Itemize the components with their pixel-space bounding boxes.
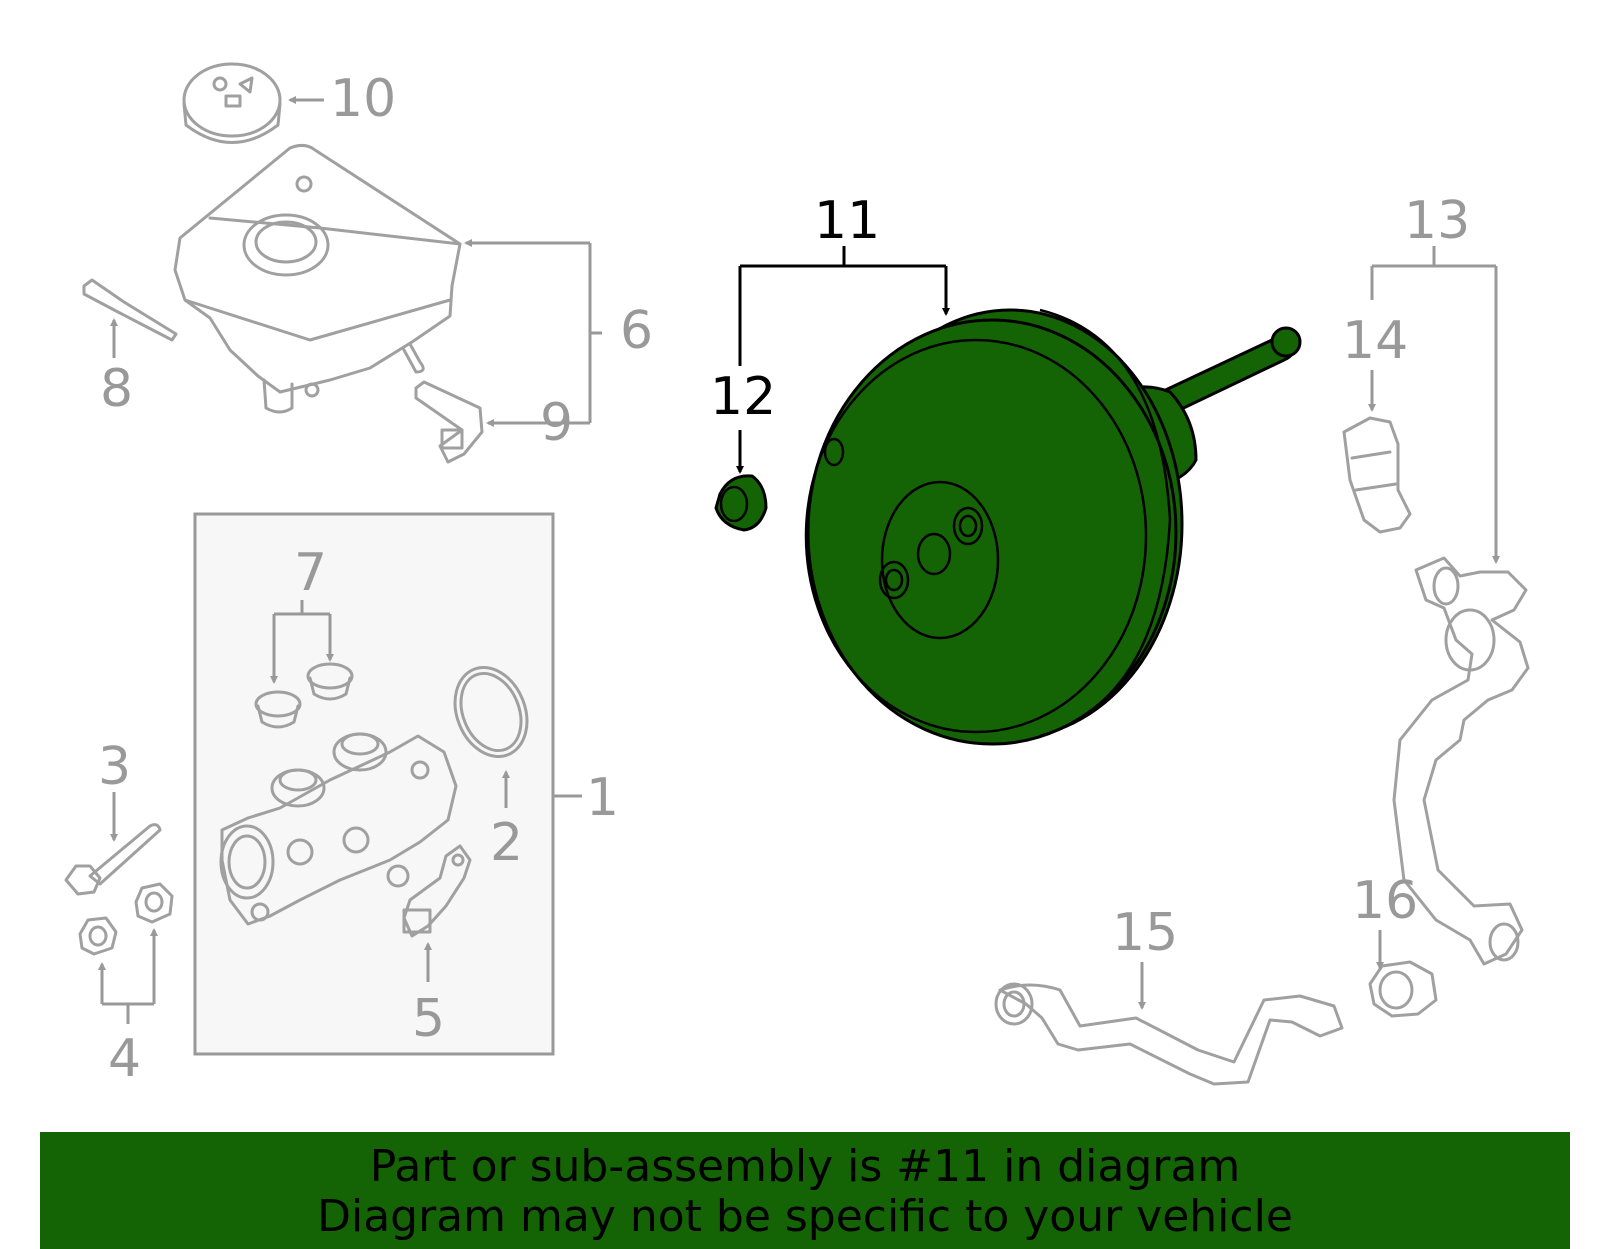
banner-line-2: Diagram may not be specific to your vehi…: [317, 1191, 1293, 1242]
callout-3: 3: [98, 737, 131, 797]
callout-10: 10: [330, 69, 396, 129]
callout-9: 9: [540, 393, 573, 453]
banner-line-1: Part or sub-assembly is #11 in diagram: [369, 1141, 1241, 1192]
pressure-sensor[interactable]: [402, 844, 472, 938]
callout-1: 1: [586, 768, 619, 828]
callout-11: 11: [814, 191, 880, 251]
brake-booster[interactable]: [804, 308, 1302, 746]
vacuum-line[interactable]: [994, 982, 1344, 1086]
master-cylinder-group-box: [193, 512, 555, 1056]
hose-clip[interactable]: [1342, 416, 1412, 534]
vacuum-hose[interactable]: [1392, 556, 1530, 966]
callout-4: 4: [108, 1029, 141, 1089]
notice-banner: Part or sub-assembly is #11 in diagram D…: [40, 1132, 1570, 1249]
o-ring[interactable]: [442, 657, 540, 768]
reservoir-cap[interactable]: [182, 62, 282, 144]
plug[interactable]: [1368, 960, 1438, 1018]
callout-5: 5: [412, 989, 445, 1049]
callout-14: 14: [1342, 311, 1408, 371]
callout-6: 6: [620, 301, 653, 361]
callout-8: 8: [100, 359, 133, 419]
bolt[interactable]: [64, 823, 162, 896]
callout-2: 2: [490, 813, 523, 873]
reservoir-grommets[interactable]: [254, 662, 354, 729]
callout-12: 12: [710, 367, 776, 427]
callout-16: 16: [1352, 871, 1418, 931]
master-cylinder[interactable]: [219, 732, 458, 926]
booster-grommet[interactable]: [714, 474, 768, 532]
callout-13: 13: [1404, 191, 1470, 251]
reservoir-pin[interactable]: [82, 278, 178, 342]
callout-7: 7: [294, 543, 327, 603]
fluid-level-sensor[interactable]: [414, 380, 484, 464]
brake-fluid-reservoir[interactable]: [173, 143, 462, 414]
callout-15: 15: [1112, 903, 1178, 963]
nuts[interactable]: [78, 882, 174, 956]
